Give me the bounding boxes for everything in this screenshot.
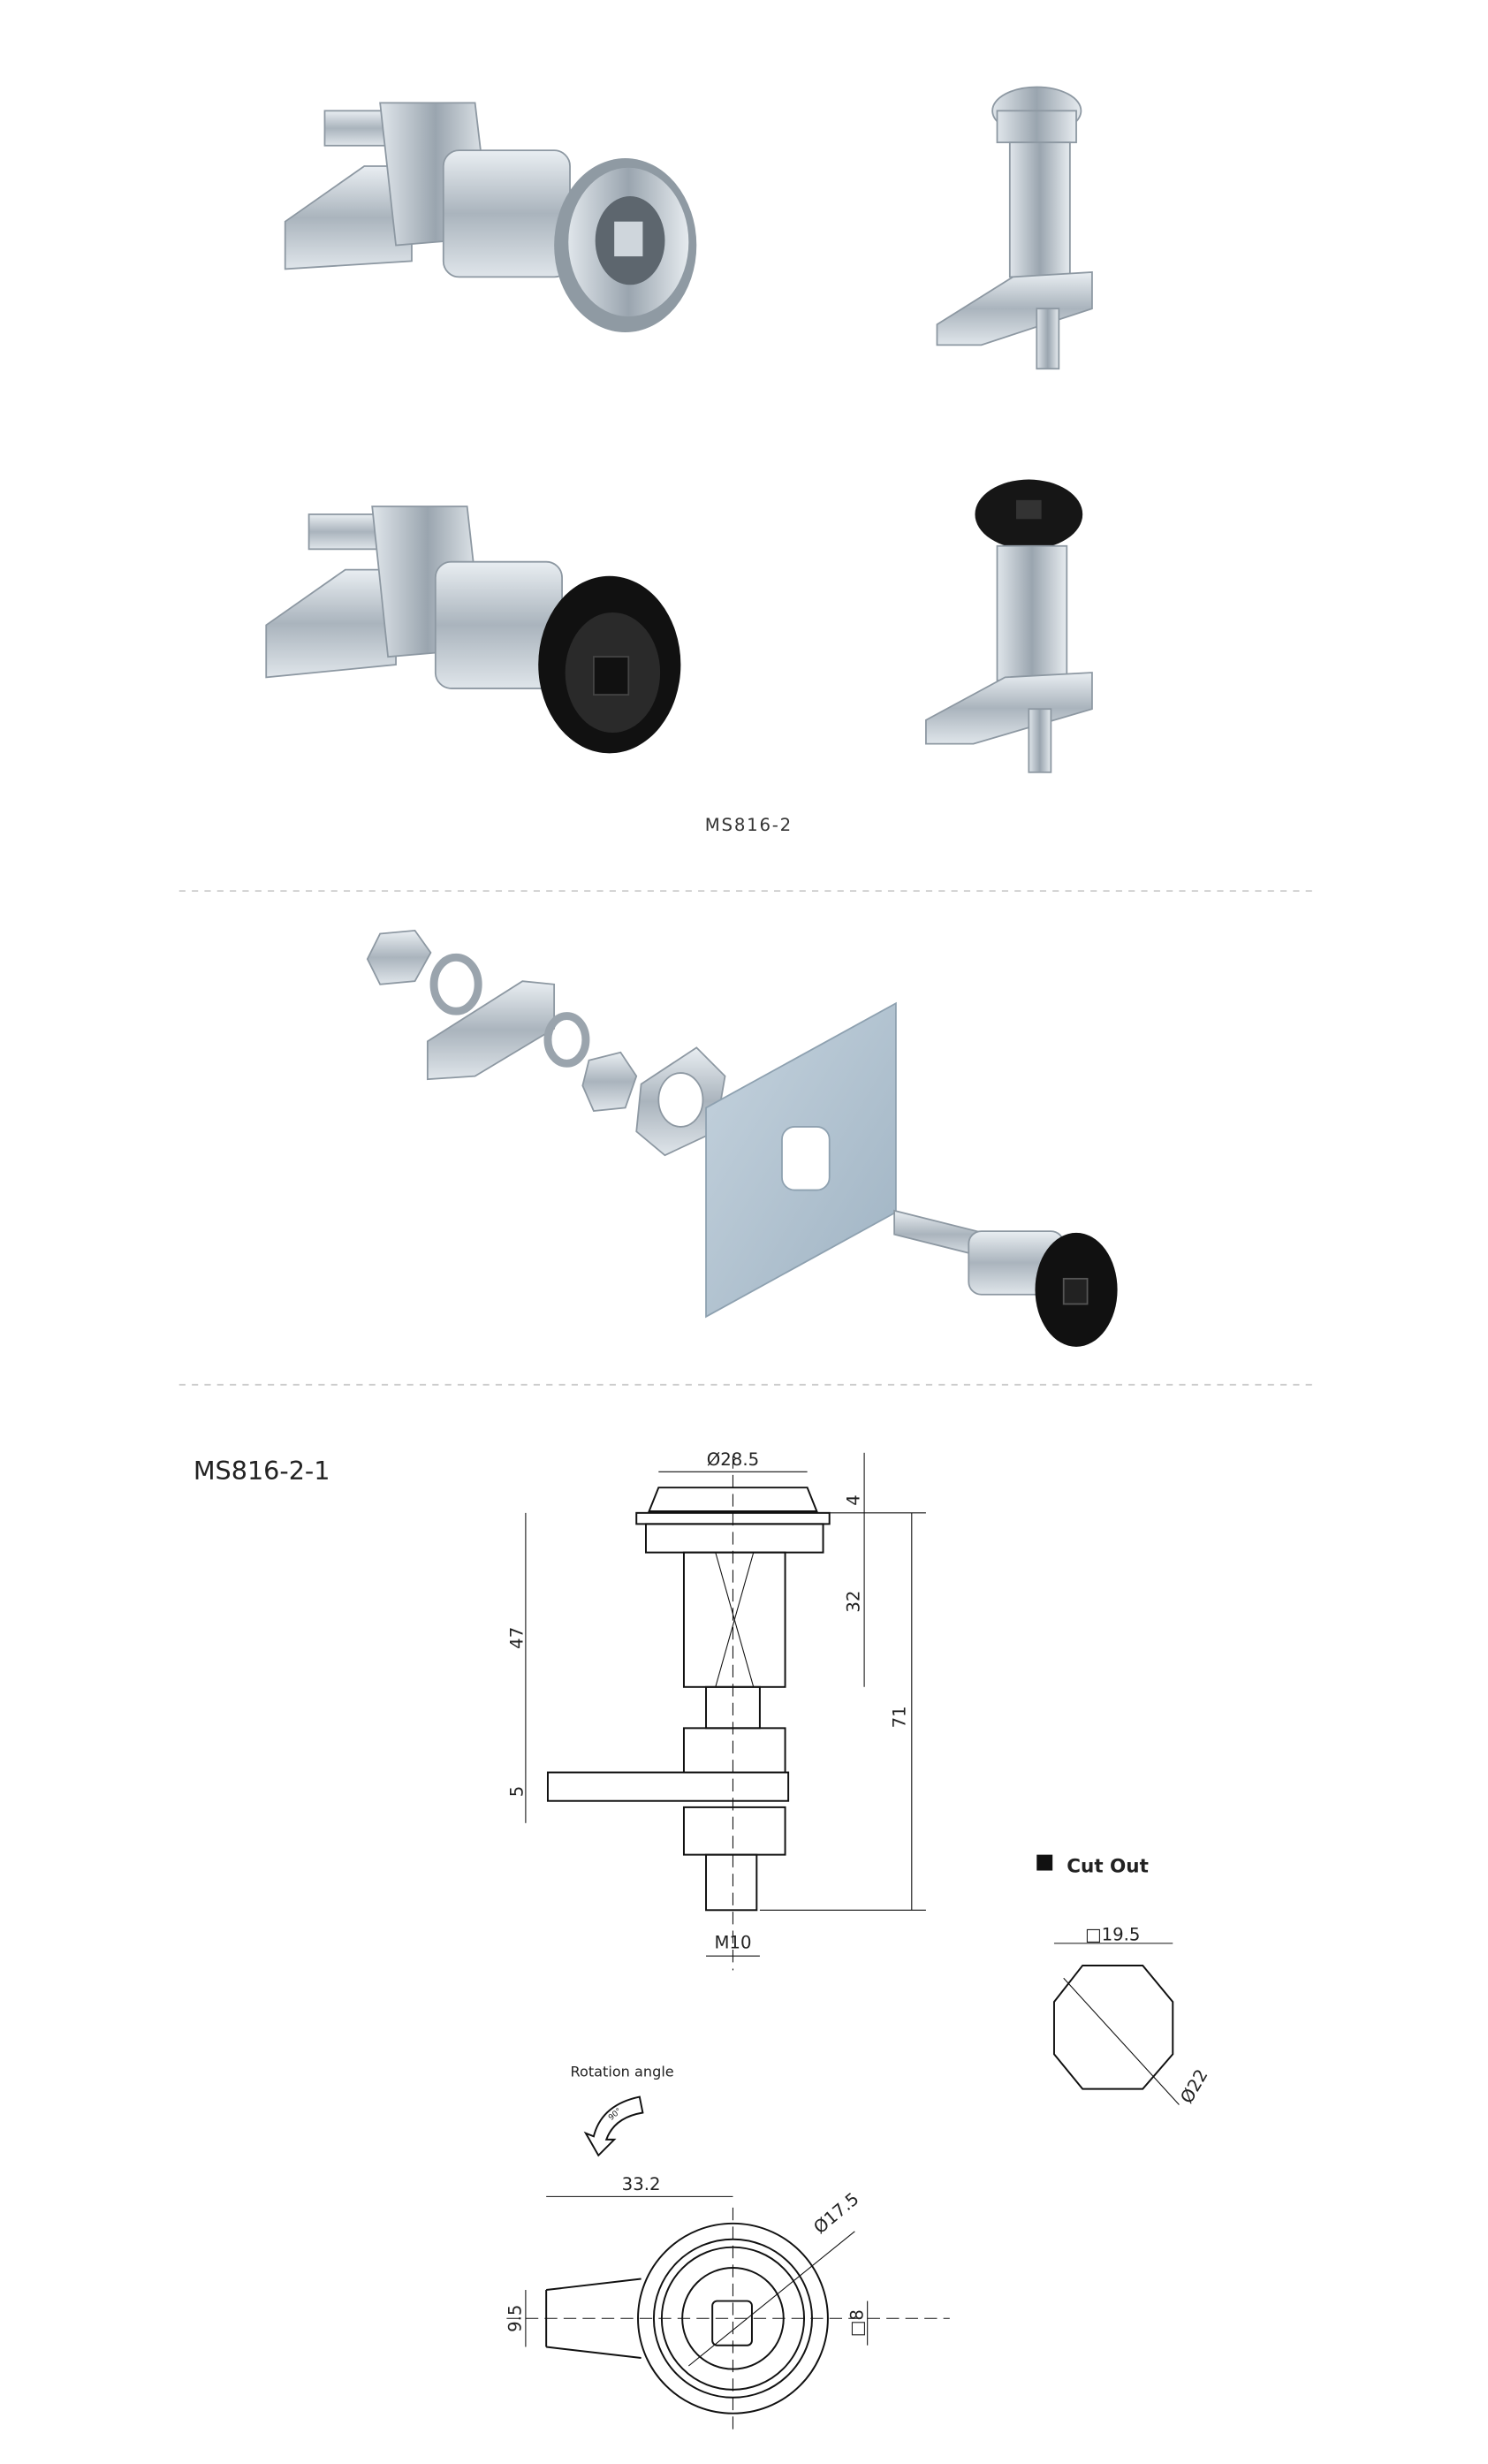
product-image-black-front — [925, 479, 1093, 773]
technical-drawing-side: Ø28.5 4 32 47 5 71 M10 — [506, 1449, 926, 1971]
dim-inner-diameter: Ø17.5 — [809, 2188, 862, 2238]
technical-drawing-bottom: 33.2 9.5 Ø17.5 □8 — [505, 2174, 950, 2430]
cutout-title: Cut Out — [1067, 1855, 1149, 1877]
dim-overall-length: 71 — [890, 1706, 910, 1728]
cutout-marker-icon — [1036, 1854, 1053, 1871]
product-image-black-side — [265, 506, 681, 754]
rotation-angle-drawing: Rotation angle 90° — [571, 2063, 674, 2157]
product-image-chrome-front — [936, 86, 1093, 370]
drawing-model-number: MS816-2-1 — [194, 1456, 330, 1486]
rotation-arrow-icon — [583, 2095, 644, 2157]
dim-head-diameter: Ø28.5 — [707, 1449, 759, 1470]
dim-head-height: 4 — [844, 1494, 864, 1506]
cutout-drawing: Cut Out □19.5 Ø22 — [1036, 1854, 1212, 2107]
dim-overall-to-lever: 47 — [506, 1627, 527, 1649]
dim-thread: M10 — [714, 1932, 751, 1952]
product-caption: MS816-2 — [705, 815, 793, 835]
dim-body-length: 32 — [844, 1591, 864, 1613]
dim-square-drive: □8 — [846, 2309, 867, 2337]
cutout-width: □19.5 — [1085, 1924, 1140, 1944]
dim-lever-thickness: 5 — [506, 1786, 527, 1798]
exploded-assembly-image — [366, 929, 1118, 1347]
cutout-diameter: Ø22 — [1176, 2065, 1211, 2107]
dim-lever-length: 33.2 — [622, 2174, 661, 2194]
product-image-chrome-side — [284, 102, 697, 333]
dim-lever-width: 9.5 — [505, 2305, 526, 2332]
rotation-title: Rotation angle — [571, 2063, 674, 2080]
